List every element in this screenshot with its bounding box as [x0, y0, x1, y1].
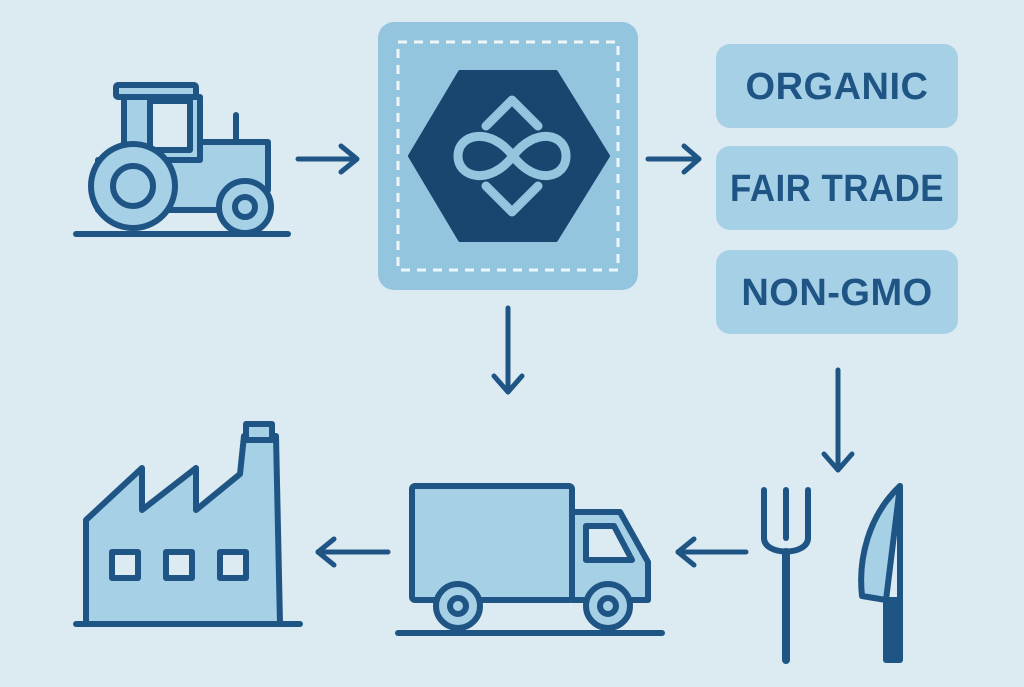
certification-fair-trade-badge: FAIR TRADE	[716, 146, 958, 230]
fork-icon	[761, 487, 811, 664]
arrow-down-icon	[821, 367, 855, 473]
arrow-right-icon	[295, 143, 360, 175]
certification-organic-label: ORGANIC	[746, 66, 929, 108]
certification-fair-trade-label: FAIR TRADE	[730, 168, 944, 210]
certification-non-gmo-label: NON-GMO	[741, 272, 932, 314]
knife-icon	[858, 483, 903, 663]
fork-and-knife-icon	[761, 483, 903, 664]
chain-link-icon	[408, 70, 610, 242]
truck-icon	[395, 483, 665, 636]
certification-non-gmo-badge: NON-GMO	[716, 250, 958, 334]
traceability-hub	[378, 22, 638, 290]
tractor-icon	[73, 82, 291, 237]
arrow-right-icon	[645, 143, 702, 175]
arrow-down-icon	[491, 305, 525, 395]
factory-icon	[73, 421, 303, 627]
certification-organic-badge: ORGANIC	[716, 44, 958, 128]
arrow-left-icon	[675, 536, 749, 568]
arrow-left-icon	[315, 536, 391, 568]
